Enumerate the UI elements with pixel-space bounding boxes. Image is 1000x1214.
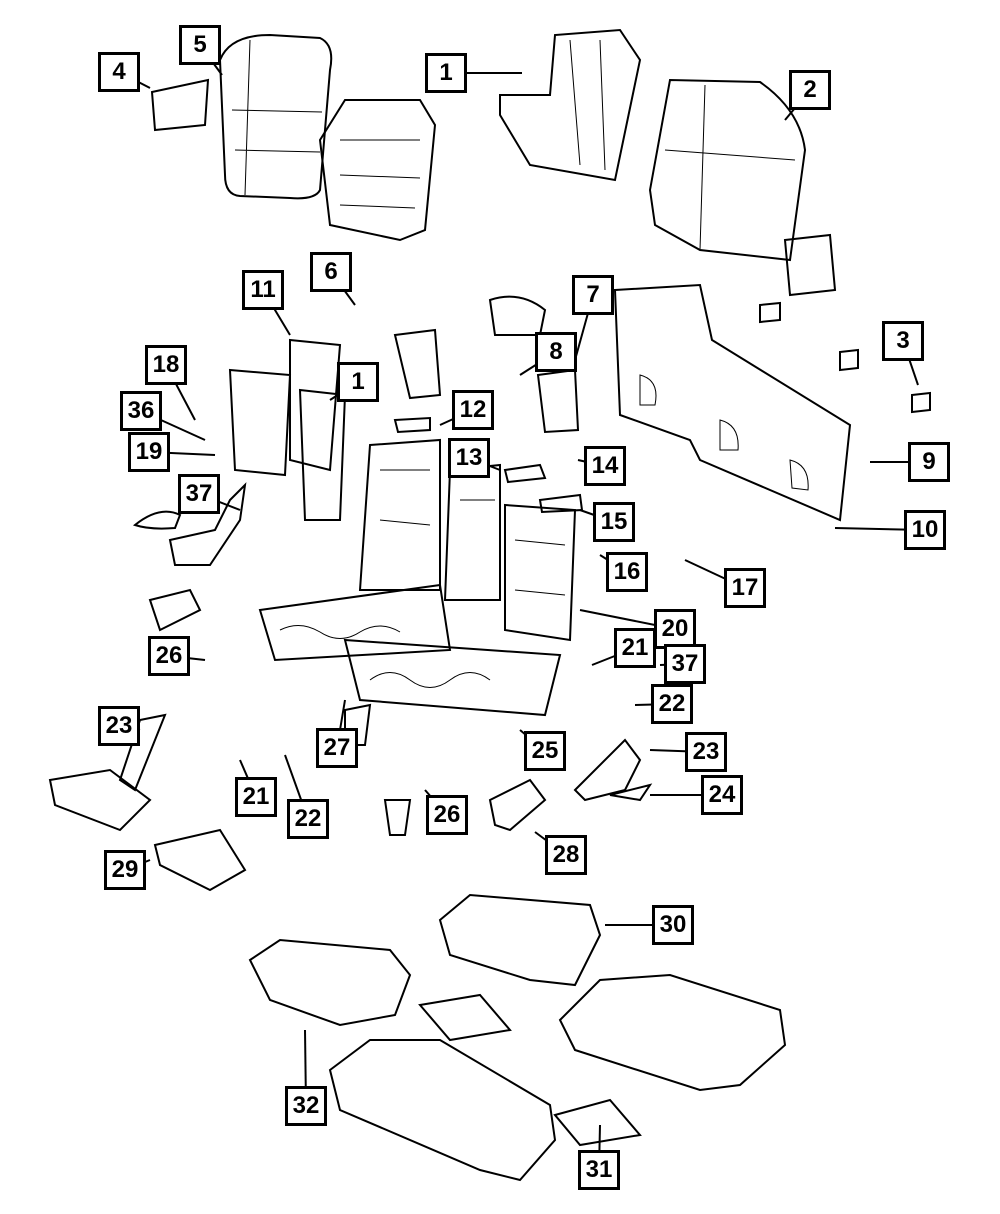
callout-17: 17 (724, 568, 766, 608)
callout-11: 11 (242, 270, 284, 310)
callout-14: 14 (584, 446, 626, 486)
seat-cushions (248, 893, 787, 1182)
callout-9: 9 (908, 442, 950, 482)
callout-23: 23 (685, 732, 727, 772)
callout-3: 3 (882, 321, 924, 361)
seat-frame (228, 338, 577, 717)
callout-18: 18 (145, 345, 187, 385)
rear-panel (613, 283, 852, 522)
callout-1: 1 (337, 362, 379, 402)
callout-22: 22 (651, 684, 693, 724)
callout-16: 16 (606, 552, 648, 592)
callout-8: 8 (535, 332, 577, 372)
callout-20: 20 (654, 609, 696, 649)
callout-4: 4 (98, 52, 140, 92)
callout-13: 13 (448, 438, 490, 478)
callout-25: 25 (524, 731, 566, 771)
callout-37: 37 (664, 644, 706, 684)
callout-21: 21 (614, 628, 656, 668)
callout-21: 21 (235, 777, 277, 817)
callout-10: 10 (904, 510, 946, 550)
callout-7: 7 (572, 275, 614, 315)
callout-29: 29 (104, 850, 146, 890)
callout-26: 26 (148, 636, 190, 676)
callout-28: 28 (545, 835, 587, 875)
trim-pieces (48, 295, 931, 892)
callout-31: 31 (578, 1150, 620, 1190)
callout-22: 22 (287, 799, 329, 839)
callout-5: 5 (179, 25, 221, 65)
callout-32: 32 (285, 1086, 327, 1126)
callout-6: 6 (310, 252, 352, 292)
seat-back-left (150, 33, 437, 242)
callout-30: 30 (652, 905, 694, 945)
seat-back-right (499, 28, 837, 297)
leader-lines (118, 44, 929, 1171)
callout-24: 24 (701, 775, 743, 815)
callout-26: 26 (426, 795, 468, 835)
callout-19: 19 (128, 432, 170, 472)
callout-27: 27 (316, 728, 358, 768)
callout-1: 1 (425, 53, 467, 93)
callout-23: 23 (98, 706, 140, 746)
callout-2: 2 (789, 70, 831, 110)
callout-37: 37 (178, 474, 220, 514)
callout-12: 12 (452, 390, 494, 430)
callout-36: 36 (120, 391, 162, 431)
callout-15: 15 (593, 502, 635, 542)
